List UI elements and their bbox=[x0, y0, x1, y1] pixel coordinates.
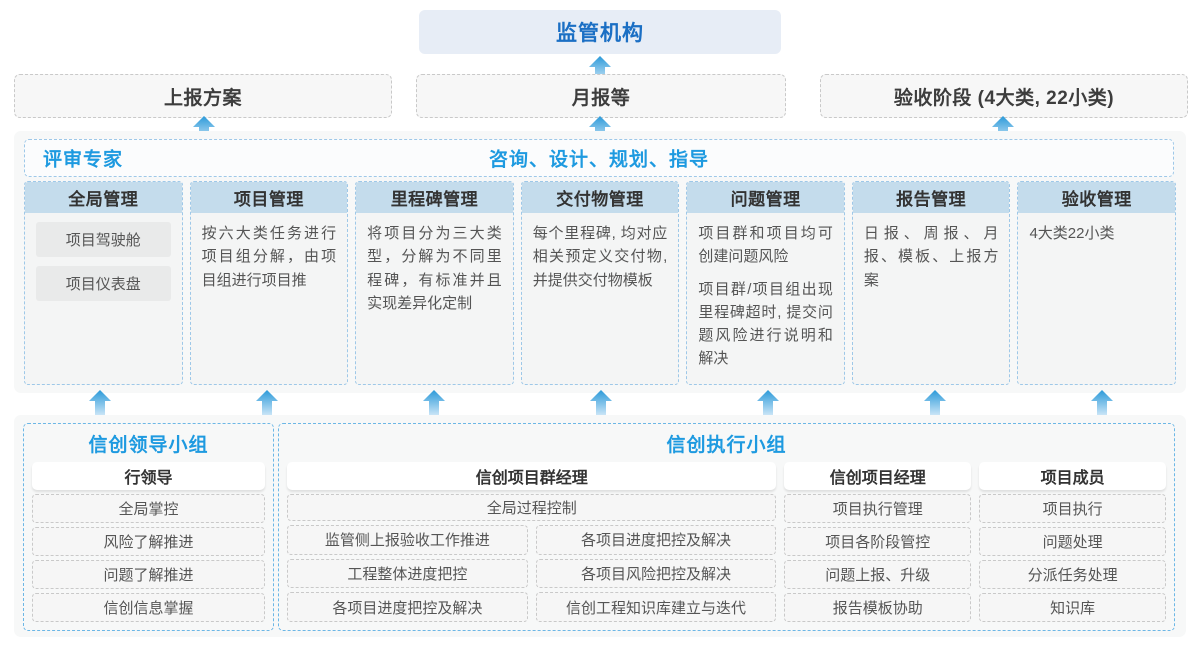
card-title: 里程碑管理 bbox=[356, 182, 513, 213]
card-pill[interactable]: 项目仪表盘 bbox=[36, 266, 171, 301]
task-item[interactable]: 问题处理 bbox=[979, 527, 1166, 556]
card-body: 项目驾驶舱 项目仪表盘 bbox=[25, 213, 182, 384]
group-columns: 行领导 全局掌控 风险了解推进 问题了解推进 信创信息掌握 bbox=[32, 462, 265, 622]
card-body: 将项目分为三大类型，分解为不同里程碑，有标准并且实现差异化定制 bbox=[356, 213, 513, 384]
task-item[interactable]: 风险了解推进 bbox=[32, 527, 265, 556]
card-body: 项目群和项目均可创建问题风险 项目群/项目组出现里程碑超时, 提交问题风险进行说… bbox=[687, 213, 844, 384]
arrow-up-to-monthly bbox=[589, 116, 611, 142]
task-item[interactable]: 信创工程知识库建立与迭代 bbox=[535, 592, 777, 623]
capability-card-project[interactable]: 项目管理 按六大类任务进行项目组分解，由项目组进行项目推 bbox=[189, 181, 349, 385]
group-execution: 信创执行小组 信创项目群经理 全局过程控制 监管侧上报验收工作推进 工程整体进度… bbox=[278, 423, 1175, 631]
program-manager-subcolumns: 监管侧上报验收工作推进 工程整体进度把控 各项目进度把控及解决 各项目进度把控及… bbox=[287, 525, 777, 623]
capability-card-issue[interactable]: 问题管理 项目群和项目均可创建问题风险 项目群/项目组出现里程碑超时, 提交问题… bbox=[686, 181, 845, 385]
task-item[interactable]: 问题上报、升级 bbox=[784, 560, 972, 589]
arrow-up-card-4 bbox=[590, 390, 612, 416]
card-title: 报告管理 bbox=[852, 182, 1010, 213]
arrow-up-card-7 bbox=[1091, 390, 1113, 416]
review-expert-label: 评审专家 bbox=[43, 149, 124, 171]
arrow-up-card-3 bbox=[423, 390, 445, 416]
role-header[interactable]: 行领导 bbox=[32, 462, 265, 490]
regulator-box: 监管机构 bbox=[419, 10, 781, 54]
group-title: 信创执行小组 bbox=[666, 435, 787, 456]
task-item[interactable]: 全局过程控制 bbox=[287, 494, 777, 521]
task-item[interactable]: 项目执行 bbox=[979, 494, 1166, 523]
card-title: 交付物管理 bbox=[521, 182, 679, 213]
card-title: 验收管理 bbox=[1018, 182, 1176, 213]
card-body: 每个里程碑, 均对应相关预定义交付物, 并提供交付物模板 bbox=[522, 213, 679, 384]
organization-section: 信创领导小组 行领导 全局掌控 风险了解推进 问题了解推进 信创信息掌握 信创执… bbox=[14, 415, 1186, 637]
card-paragraph: 每个里程碑, 均对应相关预定义交付物, 并提供交付物模板 bbox=[532, 225, 668, 289]
role-header[interactable]: 信创项目经理 bbox=[784, 462, 972, 490]
task-item[interactable]: 全局掌控 bbox=[32, 494, 265, 523]
card-pill[interactable]: 项目驾驶舱 bbox=[36, 222, 171, 257]
group-columns: 信创项目群经理 全局过程控制 监管侧上报验收工作推进 工程整体进度把控 各项目进… bbox=[287, 462, 1166, 623]
task-item[interactable]: 各项目进度把控及解决 bbox=[535, 525, 777, 555]
card-title: 问题管理 bbox=[687, 182, 844, 213]
task-item[interactable]: 各项目风险把控及解决 bbox=[535, 558, 777, 589]
arrow-up-card-1 bbox=[89, 390, 111, 416]
card-body: 按六大类任务进行项目组分解，由项目组进行项目推 bbox=[191, 213, 348, 384]
group-leading: 信创领导小组 行领导 全局掌控 风险了解推进 问题了解推进 信创信息掌握 bbox=[23, 423, 274, 631]
card-body: 4大类22小类 bbox=[1018, 213, 1175, 384]
task-item[interactable]: 项目各阶段管控 bbox=[784, 527, 972, 556]
task-item[interactable]: 信创信息掌握 bbox=[32, 593, 265, 622]
card-paragraph: 项目群和项目均可创建问题风险 bbox=[698, 225, 833, 266]
card-paragraph: 按六大类任务进行项目组分解，由项目组进行项目推 bbox=[201, 225, 337, 289]
task-item[interactable]: 工程整体进度把控 bbox=[287, 558, 528, 589]
card-paragraph: 项目群/项目组出现里程碑超时, 提交问题风险进行说明和解决 bbox=[698, 280, 833, 368]
capability-section: 评审专家 咨询、设计、规划、指导 全局管理 项目驾驶舱 项目仪表盘 项目管理 按… bbox=[14, 131, 1186, 393]
deliverable-label: 上报方案 bbox=[163, 87, 242, 109]
regulator-label: 监管机构 bbox=[556, 22, 644, 45]
deliverable-box-plan: 上报方案 bbox=[14, 74, 392, 118]
column-program-right: 各项目进度把控及解决 各项目风险把控及解决 信创工程知识库建立与迭代 bbox=[535, 525, 777, 623]
deliverable-box-acceptance: 验收阶段 (4大类, 22小类) bbox=[820, 74, 1188, 118]
column-project-manager: 信创项目经理 项目执行管理 项目各阶段管控 问题上报、升级 报告模板协助 bbox=[784, 462, 972, 622]
capability-card-acceptance[interactable]: 验收管理 4大类22小类 bbox=[1017, 181, 1177, 385]
task-item[interactable]: 项目执行管理 bbox=[784, 494, 972, 523]
column-program-manager: 信创项目群经理 全局过程控制 监管侧上报验收工作推进 工程整体进度把控 各项目进… bbox=[287, 462, 777, 623]
card-paragraph: 将项目分为三大类型，分解为不同里程碑，有标准并且实现差异化定制 bbox=[367, 225, 502, 312]
task-item[interactable]: 分派任务处理 bbox=[979, 560, 1166, 589]
column-leader: 行领导 全局掌控 风险了解推进 问题了解推进 信创信息掌握 bbox=[32, 462, 265, 622]
deliverable-label: 验收阶段 (4大类, 22小类) bbox=[893, 87, 1115, 109]
card-paragraph: 日报、周报、月报、模板、上报方案 bbox=[863, 225, 999, 289]
group-title: 信创领导小组 bbox=[88, 435, 209, 456]
consulting-label: 咨询、设计、规划、指导 bbox=[488, 149, 709, 171]
task-item[interactable]: 报告模板协助 bbox=[784, 593, 972, 622]
card-title: 全局管理 bbox=[25, 182, 182, 213]
capability-card-global[interactable]: 全局管理 项目驾驶舱 项目仪表盘 bbox=[24, 181, 183, 385]
arrow-up-card-5 bbox=[757, 390, 779, 416]
card-title: 项目管理 bbox=[190, 182, 348, 213]
deliverable-box-monthly: 月报等 bbox=[416, 74, 786, 118]
task-item[interactable]: 知识库 bbox=[979, 593, 1166, 622]
task-item[interactable]: 监管侧上报验收工作推进 bbox=[287, 525, 528, 555]
column-program-left: 监管侧上报验收工作推进 工程整体进度把控 各项目进度把控及解决 bbox=[287, 525, 528, 623]
arrow-up-card-2 bbox=[256, 390, 278, 416]
arrow-up-to-acceptance bbox=[992, 116, 1014, 142]
card-paragraph: 4大类22小类 bbox=[1029, 225, 1115, 242]
task-item[interactable]: 各项目进度把控及解决 bbox=[287, 592, 528, 623]
capability-band: 评审专家 咨询、设计、规划、指导 bbox=[24, 139, 1174, 177]
arrow-up-to-regulator bbox=[589, 56, 611, 82]
card-body: 日报、周报、月报、模板、上报方案 bbox=[853, 213, 1010, 384]
deliverable-label: 月报等 bbox=[571, 87, 631, 109]
capability-card-deliverable[interactable]: 交付物管理 每个里程碑, 均对应相关预定义交付物, 并提供交付物模板 bbox=[520, 181, 680, 385]
arrow-up-to-plan bbox=[193, 116, 215, 142]
arrow-up-card-6 bbox=[924, 390, 946, 416]
capability-card-report[interactable]: 报告管理 日报、周报、月报、模板、上报方案 bbox=[851, 181, 1011, 385]
capability-card-milestone[interactable]: 里程碑管理 将项目分为三大类型，分解为不同里程碑，有标准并且实现差异化定制 bbox=[355, 181, 514, 385]
capability-card-row: 全局管理 项目驾驶舱 项目仪表盘 项目管理 按六大类任务进行项目组分解，由项目组… bbox=[24, 181, 1177, 385]
column-project-member: 项目成员 项目执行 问题处理 分派任务处理 知识库 bbox=[979, 462, 1166, 622]
task-item[interactable]: 问题了解推进 bbox=[32, 560, 265, 589]
role-header[interactable]: 信创项目群经理 bbox=[287, 462, 777, 490]
role-header[interactable]: 项目成员 bbox=[979, 462, 1166, 490]
